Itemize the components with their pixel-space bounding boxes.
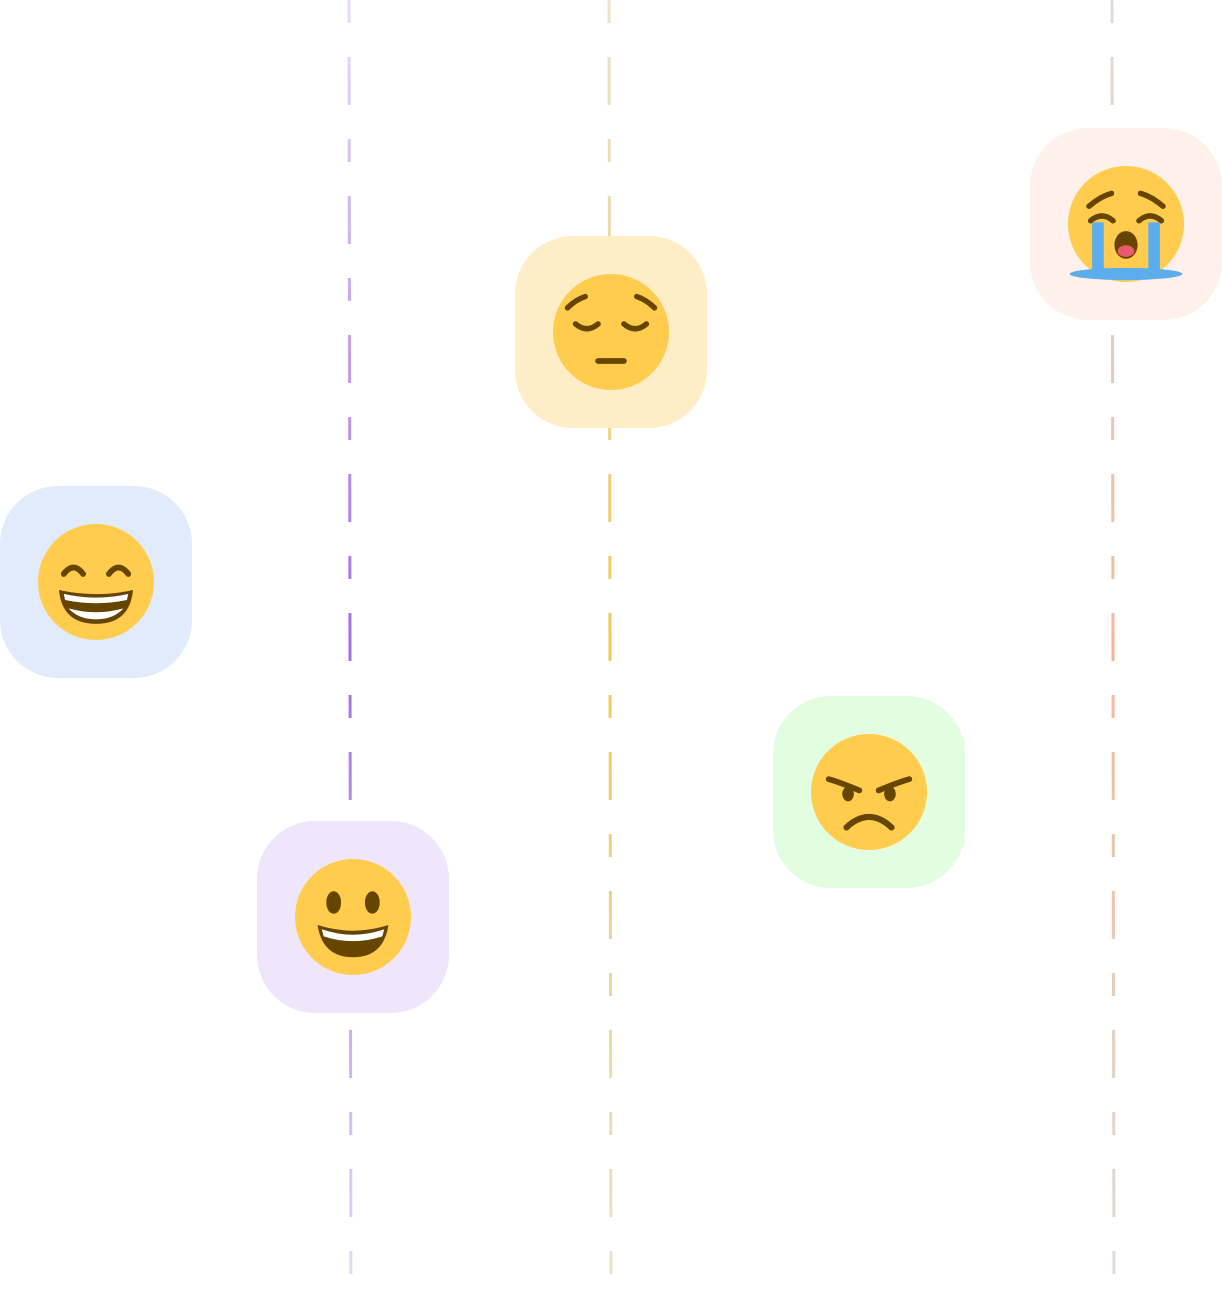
mood-card-smile[interactable]	[257, 821, 449, 1013]
mood-card-cry[interactable]	[1030, 128, 1222, 320]
pensive-track-line	[607, 0, 613, 1298]
grinning-face-with-big-eyes-icon	[295, 859, 411, 975]
pensive-face-icon	[553, 274, 669, 390]
smile-track-line	[347, 0, 353, 1298]
mood-card-pensive[interactable]	[515, 236, 707, 428]
beaming-face-with-smiling-eyes-icon	[38, 524, 154, 640]
loudly-crying-face-icon	[1068, 166, 1184, 282]
angry-face-icon	[811, 734, 927, 850]
mood-card-angry[interactable]	[773, 696, 965, 888]
mood-card-grin[interactable]	[0, 486, 192, 678]
